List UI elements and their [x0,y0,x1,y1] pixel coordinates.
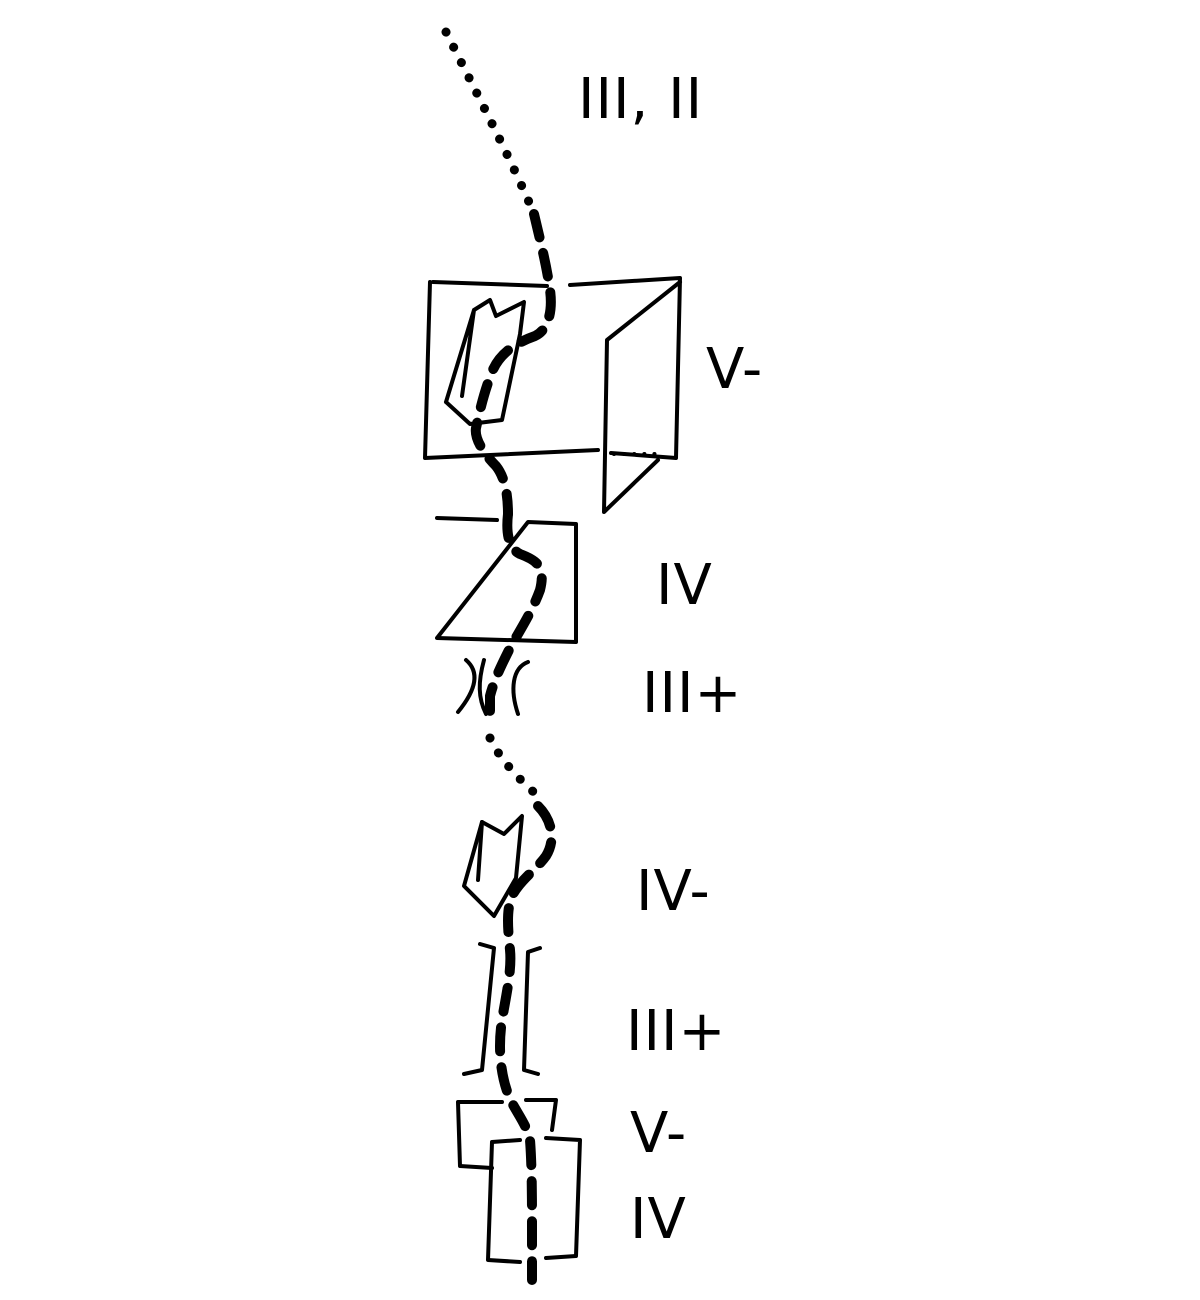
route-dashed-lower [495,801,557,1285]
route-line [441,27,557,1285]
square-block [435,516,578,644]
chimney-upper-mid [477,658,488,716]
chimney-upper-left [456,658,477,714]
grade-label-pitch-6: III+ [626,999,726,1064]
chimney-upper [456,658,530,716]
grade-label-pitch-7: V- [630,1101,687,1166]
grade-label-pitch-4: III+ [642,661,742,726]
bottom-blocks [456,1098,582,1264]
chimney-lower-left [462,942,496,1076]
square-block-outline [435,516,578,644]
grade-label-pitch-3: IV [656,553,713,618]
route-dotted-upper [441,27,539,219]
small-flake [462,814,524,918]
small-flake-outline [462,814,524,918]
grade-labels: III, II V- IV III+ IV- III+ V- IV [578,67,763,1252]
route-dotted-lower [485,733,543,801]
roof-block [423,276,682,514]
route-dashed-roof [470,209,556,519]
grade-label-pitch-5: IV- [636,859,711,924]
inner-flake [444,298,526,426]
chimney-lower [462,942,542,1076]
grade-label-pitch-1: III, II [578,67,703,132]
route-dashed-square [485,509,547,717]
chimney-lower-right [522,946,542,1076]
right-slab [602,280,682,514]
grade-label-pitch-8: IV [630,1187,687,1252]
grade-label-pitch-2: V- [706,337,763,402]
small-flake-inner [476,820,484,882]
bottom-block-upper [456,1098,558,1170]
chimney-upper-right [511,660,530,716]
bottom-block-lower [486,1136,582,1264]
